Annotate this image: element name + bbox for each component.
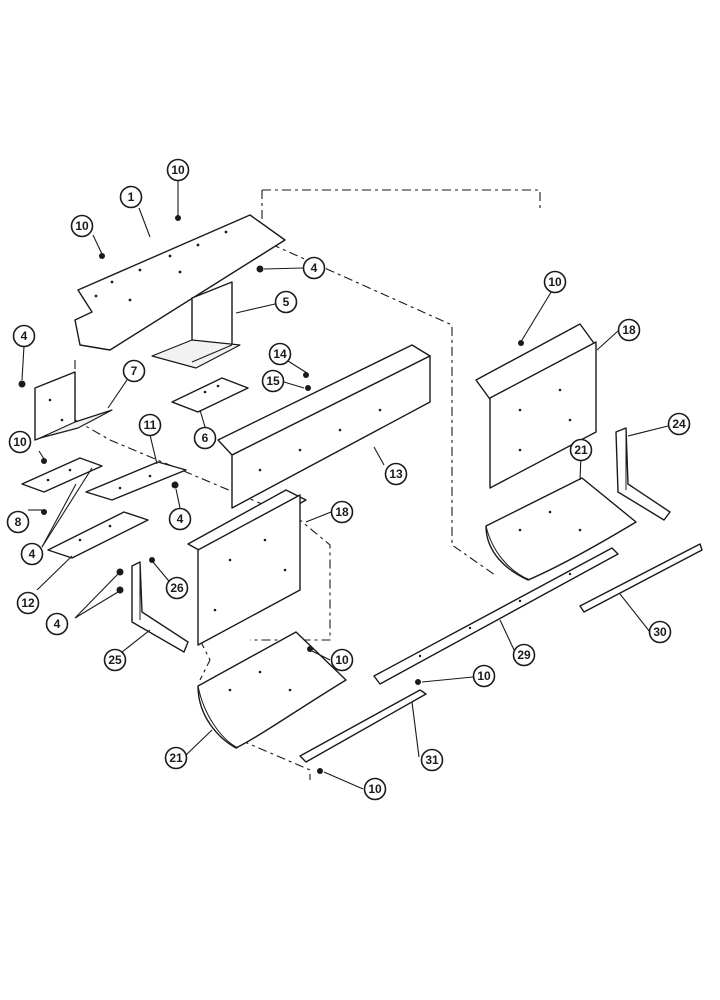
callout-label: 11 bbox=[144, 418, 157, 432]
callout-30: 30 bbox=[648, 620, 672, 644]
assembly-outline bbox=[239, 739, 311, 780]
part-21-curved-shield-right bbox=[485, 477, 637, 581]
callout-label: 18 bbox=[335, 505, 349, 519]
callout-7: 7 bbox=[122, 359, 146, 383]
callout-18: 18 bbox=[617, 318, 641, 342]
callout-15: 15 bbox=[261, 369, 285, 393]
part-8-plate bbox=[21, 457, 103, 493]
part-11-strip bbox=[85, 461, 187, 501]
callout-18: 18 bbox=[330, 500, 354, 524]
callout-label: 21 bbox=[574, 443, 588, 457]
callout-10: 10 bbox=[70, 214, 94, 238]
callout-21: 21 bbox=[164, 746, 188, 770]
callout-label: 21 bbox=[169, 751, 183, 765]
callout-10: 10 bbox=[363, 777, 387, 801]
hardware bbox=[18, 215, 524, 774]
callout-4: 4 bbox=[168, 507, 192, 531]
callout-4: 4 bbox=[12, 324, 36, 348]
callout-4: 4 bbox=[45, 612, 69, 636]
callout-label: 13 bbox=[389, 467, 403, 481]
callout-label: 26 bbox=[170, 581, 184, 595]
callout-26: 26 bbox=[165, 576, 189, 600]
callout-label: 10 bbox=[171, 163, 185, 177]
part-13-channel-panel bbox=[217, 344, 431, 509]
callout-label: 8 bbox=[15, 515, 22, 529]
assembly-outline bbox=[262, 189, 541, 210]
callout-1: 1 bbox=[119, 185, 143, 209]
part-1-top-cover bbox=[74, 214, 286, 351]
callout-label: 5 bbox=[283, 295, 290, 309]
part-30-rail bbox=[579, 543, 703, 613]
callout-10: 10 bbox=[330, 648, 354, 672]
part-29-long-rail bbox=[373, 547, 619, 685]
part-24-strut bbox=[615, 427, 671, 521]
callout-10: 10 bbox=[166, 158, 190, 182]
callout-label: 10 bbox=[548, 275, 562, 289]
callout-label: 25 bbox=[108, 653, 122, 667]
callout-label: 6 bbox=[202, 431, 209, 445]
part-31-rail bbox=[299, 689, 427, 763]
callout-label: 4 bbox=[54, 617, 61, 631]
callout-label: 4 bbox=[311, 261, 318, 275]
callout-4: 4 bbox=[20, 542, 44, 566]
callout-label: 4 bbox=[29, 547, 36, 561]
callout-6: 6 bbox=[193, 426, 217, 450]
callout-5: 5 bbox=[274, 290, 298, 314]
callout-label: 10 bbox=[477, 669, 491, 683]
callout-14: 14 bbox=[268, 342, 292, 366]
part-7-angle-bracket bbox=[34, 371, 113, 441]
callout-24: 24 bbox=[667, 412, 691, 436]
callout-label: 24 bbox=[672, 417, 686, 431]
callout-label: 29 bbox=[517, 648, 531, 662]
assembly-outline bbox=[199, 639, 211, 681]
callout-label: 1 bbox=[128, 190, 135, 204]
callout-4: 4 bbox=[302, 256, 326, 280]
callout-label: 18 bbox=[622, 323, 636, 337]
leader-lines bbox=[21, 181, 669, 790]
callout-label: 10 bbox=[13, 435, 27, 449]
callout-13: 13 bbox=[384, 462, 408, 486]
callout-label: 10 bbox=[368, 782, 382, 796]
callout-12: 12 bbox=[16, 591, 40, 615]
part-18-side-panel-left bbox=[187, 489, 307, 646]
callout-label: 15 bbox=[266, 374, 280, 388]
part-12-strip bbox=[47, 511, 149, 559]
part-6-small-plate bbox=[171, 377, 249, 413]
callout-31: 31 bbox=[420, 748, 444, 772]
part-18-side-panel-right bbox=[475, 323, 597, 489]
callout-label: 4 bbox=[21, 329, 28, 343]
callout-10: 10 bbox=[543, 270, 567, 294]
callout-25: 25 bbox=[103, 648, 127, 672]
callout-label: 31 bbox=[425, 753, 439, 767]
callout-21: 21 bbox=[569, 438, 593, 462]
callout-label: 12 bbox=[21, 596, 35, 610]
part-5-bracket bbox=[151, 281, 241, 369]
part-25-strut bbox=[131, 561, 189, 653]
part-21-curved-shield-left bbox=[197, 631, 347, 749]
callout-29: 29 bbox=[512, 643, 536, 667]
callout-label: 30 bbox=[653, 625, 667, 639]
callout-10: 10 bbox=[472, 664, 496, 688]
callout-label: 4 bbox=[177, 512, 184, 526]
callout-label: 10 bbox=[75, 219, 89, 233]
callout-10: 10 bbox=[8, 430, 32, 454]
callout-label: 14 bbox=[273, 347, 287, 361]
callout-8: 8 bbox=[6, 510, 30, 534]
callout-11: 11 bbox=[138, 413, 162, 437]
callout-label: 7 bbox=[131, 364, 138, 378]
callout-label: 10 bbox=[335, 653, 349, 667]
